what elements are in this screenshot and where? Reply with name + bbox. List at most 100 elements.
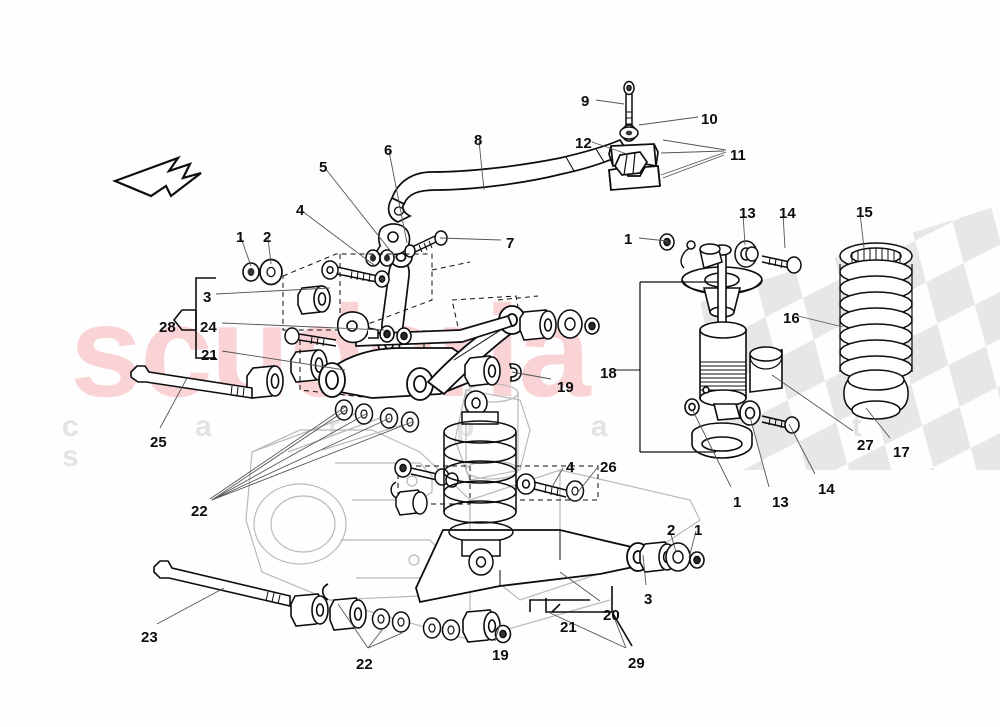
leaders-29: [547, 611, 627, 649]
bump-stop-27: [749, 346, 783, 393]
leader-23: [156, 587, 225, 625]
leader-22: [209, 406, 346, 500]
callout-label-24: 24: [200, 319, 217, 336]
nut-10: [619, 124, 639, 142]
leader-12: [591, 141, 628, 155]
callout-label-1: 1: [694, 522, 703, 539]
bolt-4: [321, 260, 390, 288]
callout-label-4: 4: [296, 202, 305, 219]
bushing-21: [246, 365, 284, 399]
callout-label-3: 3: [203, 289, 212, 306]
callout-label-5: 5: [319, 159, 328, 176]
leader-2: [267, 237, 272, 265]
leader-10: [638, 116, 699, 126]
leader-11b: [660, 151, 727, 176]
leader-15: [859, 212, 865, 249]
coil-spring-center: [443, 390, 517, 576]
leader-21: [221, 350, 346, 371]
bush-2-left: [259, 258, 283, 286]
leader-3: [642, 554, 647, 586]
washer-26: [565, 480, 585, 502]
callout-label-27: 27: [857, 437, 874, 454]
leader-2: [669, 530, 677, 553]
callout-label-20: 20: [603, 607, 620, 624]
leader-26: [577, 467, 598, 493]
bottom-bushing-row: [290, 583, 512, 644]
leader-8: [478, 140, 485, 191]
leader-1: [691, 408, 732, 488]
direction-arrow: [111, 155, 202, 198]
leader-14: [788, 423, 816, 475]
callout-label-8: 8: [474, 132, 483, 149]
callout-label-4: 4: [566, 459, 575, 476]
leader-3: [215, 287, 331, 295]
callout-label-13: 13: [772, 494, 789, 511]
callout-label-1: 1: [624, 231, 633, 248]
callout-label-14: 14: [779, 205, 796, 222]
callout-label-19: 19: [557, 379, 574, 396]
leader-4: [301, 210, 375, 266]
callout-label-26: 26: [600, 459, 617, 476]
leader-7: [439, 237, 502, 241]
callout-label-3: 3: [644, 591, 653, 608]
callout-label-12: 12: [575, 135, 592, 152]
callout-label-2: 2: [263, 229, 272, 246]
callout-label-2: 2: [667, 522, 676, 539]
callout-label-6: 6: [384, 142, 393, 159]
bushing-19-group: [464, 355, 522, 387]
bolt-4-bottom: [516, 473, 567, 498]
callout-label-1: 1: [236, 229, 245, 246]
callout-label-23: 23: [141, 629, 158, 646]
callout-label-17: 17: [893, 444, 910, 461]
bracket-28: [172, 277, 216, 359]
bushing-3-bottom: [639, 541, 705, 573]
anti-roll-bar-assembly: [387, 138, 630, 223]
callout-label-21: 21: [560, 619, 577, 636]
leader-5: [324, 167, 397, 259]
leader-9: [595, 99, 625, 105]
leader-19: [494, 623, 501, 642]
nut-1-left: [242, 262, 260, 282]
bushing-12: [614, 151, 649, 176]
bolt-7: [404, 230, 448, 258]
callout-label-28: 28: [159, 319, 176, 336]
leader-20: [559, 571, 601, 602]
callout-label-19: 19: [492, 647, 509, 664]
shock-bottom-hardware: [684, 398, 800, 459]
leader-13: [742, 213, 746, 246]
leader-24: [221, 322, 385, 331]
leader-4: [551, 467, 564, 488]
leaders-22-bottom: [337, 603, 403, 649]
bracket-21-bottom: [529, 599, 590, 613]
leader-25: [159, 377, 188, 429]
leader-1: [240, 237, 252, 267]
washer-row-22: [334, 399, 420, 433]
callout-label-15: 15: [856, 204, 873, 221]
long-bolt-25: [130, 365, 253, 399]
ball-joint-mid: [336, 311, 412, 345]
callout-label-10: 10: [701, 111, 718, 128]
leader-19: [511, 371, 552, 380]
bracket-29: [545, 586, 633, 647]
leader-16: [797, 315, 844, 328]
callout-label-11: 11: [730, 147, 746, 164]
leaders-22: [211, 409, 413, 501]
callout-label-29: 29: [628, 655, 645, 672]
callout-label-7: 7: [506, 235, 515, 252]
bolt-mid-horizontal: [284, 327, 337, 347]
callout-label-13: 13: [739, 205, 756, 222]
bolt-pair-ghost: [390, 458, 459, 516]
bushing-cluster-right: [519, 309, 600, 341]
callout-label-22: 22: [191, 503, 208, 520]
leader-1: [688, 530, 697, 559]
leader-17: [865, 407, 891, 439]
callout-label-14: 14: [818, 481, 835, 498]
callout-label-1: 1: [733, 494, 742, 511]
bushing-3: [297, 285, 331, 315]
long-bolt-23: [153, 560, 291, 608]
callout-leader-lines: [156, 99, 891, 642]
leader-14: [782, 213, 786, 249]
leader-27: [771, 374, 854, 432]
leader-6: [388, 150, 408, 244]
